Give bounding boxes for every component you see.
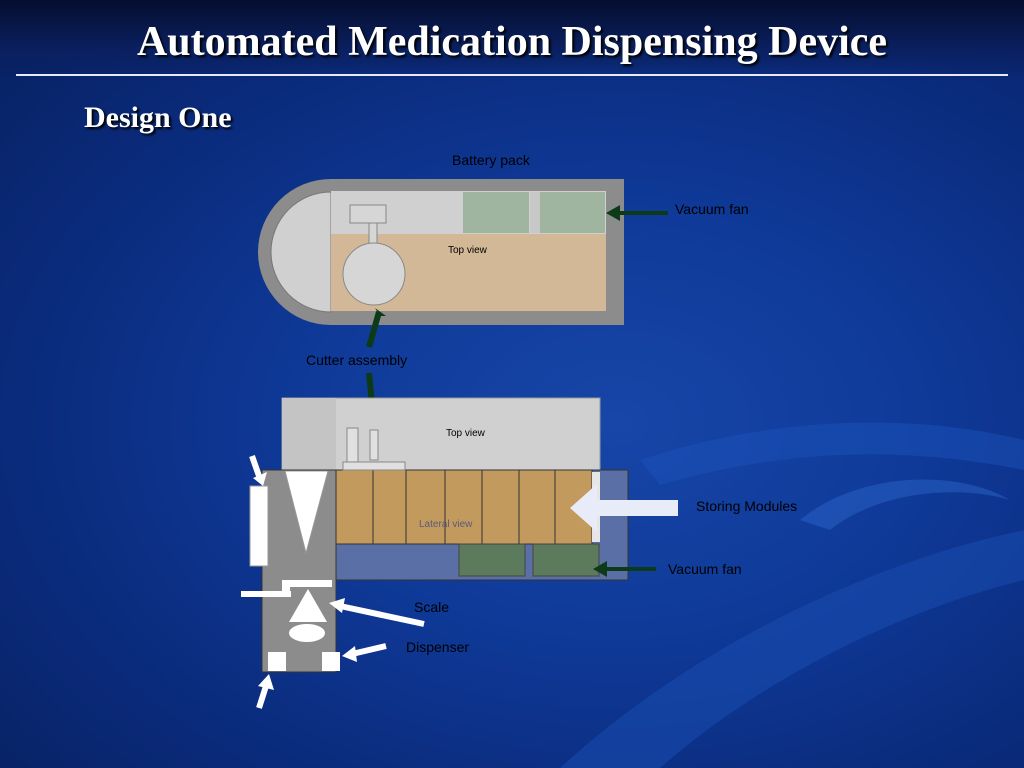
lateral-unit bbox=[241, 397, 629, 673]
dispenser-pointer-head bbox=[342, 646, 357, 662]
title-divider bbox=[16, 74, 1008, 76]
top-fan-block-1 bbox=[463, 192, 529, 233]
scale-top-plate bbox=[290, 580, 332, 587]
scale-arm-vertical bbox=[282, 580, 290, 596]
top-view-unit bbox=[258, 179, 624, 325]
storing-modules-label: Storing Modules bbox=[696, 498, 798, 514]
dispenser-label: Dispenser bbox=[406, 639, 470, 655]
lateral-vacuum-fan-label: Vacuum fan bbox=[668, 561, 742, 577]
scale-pointer-head bbox=[329, 598, 345, 613]
cutter-arrow-up-head bbox=[375, 308, 386, 316]
storage-module-6 bbox=[518, 469, 556, 545]
cutter-assembly-label: Cutter assembly bbox=[306, 352, 408, 368]
dispenser-cup bbox=[289, 624, 325, 642]
funnel bbox=[284, 470, 329, 555]
left-side-plate bbox=[249, 485, 269, 567]
scale-label: Scale bbox=[414, 599, 450, 615]
cutter-lateral-base bbox=[342, 461, 406, 471]
cutter-disc-top bbox=[342, 242, 406, 306]
top-vacuum-fan-label: Vacuum fan bbox=[675, 201, 749, 217]
storage-module-5 bbox=[481, 469, 520, 545]
storage-module-1 bbox=[335, 469, 374, 545]
top-view-label: Top view bbox=[448, 245, 487, 256]
lateral-view-label: Lateral view bbox=[419, 519, 473, 530]
lateral-top-view-label: Top view bbox=[446, 428, 485, 439]
battery-pack-rounded bbox=[270, 191, 332, 313]
slide-title: Automated Medication Dispensing Device bbox=[136, 19, 888, 65]
storing-modules-arrow bbox=[570, 484, 678, 532]
scale-arm-horizontal bbox=[241, 591, 291, 597]
top-fan-divider bbox=[530, 192, 540, 233]
cutter-head-top bbox=[349, 204, 387, 224]
cutter-lateral-post bbox=[369, 429, 379, 461]
storage-module-4 bbox=[444, 469, 483, 545]
bottom-pointer-head bbox=[258, 674, 274, 690]
storage-module-2 bbox=[372, 469, 407, 545]
lateral-fan-block-2 bbox=[532, 543, 600, 577]
dispenser-pointer bbox=[351, 643, 387, 657]
bottom-foot-left bbox=[268, 652, 286, 671]
slide-subtitle: Design One bbox=[84, 101, 232, 134]
scale-weighing-cone bbox=[289, 589, 327, 622]
lateral-fan-arrow-head bbox=[593, 561, 607, 577]
bottom-pointer bbox=[256, 685, 269, 709]
top-fan-block-2 bbox=[540, 192, 605, 233]
bottom-foot-right bbox=[322, 652, 340, 671]
side-plate-pointer-head bbox=[253, 472, 267, 486]
battery-pack-label: Battery pack bbox=[452, 152, 530, 168]
cutter-arrow-up bbox=[366, 311, 382, 348]
title-band bbox=[0, 0, 1024, 80]
side-plate-pointer bbox=[249, 455, 262, 477]
scale-pointer bbox=[339, 603, 425, 627]
storage-module-3 bbox=[405, 469, 446, 545]
lateral-fan-block-1 bbox=[458, 543, 526, 577]
top-fan-arrow-head bbox=[606, 205, 620, 221]
lateral-left-column-top bbox=[282, 398, 336, 470]
